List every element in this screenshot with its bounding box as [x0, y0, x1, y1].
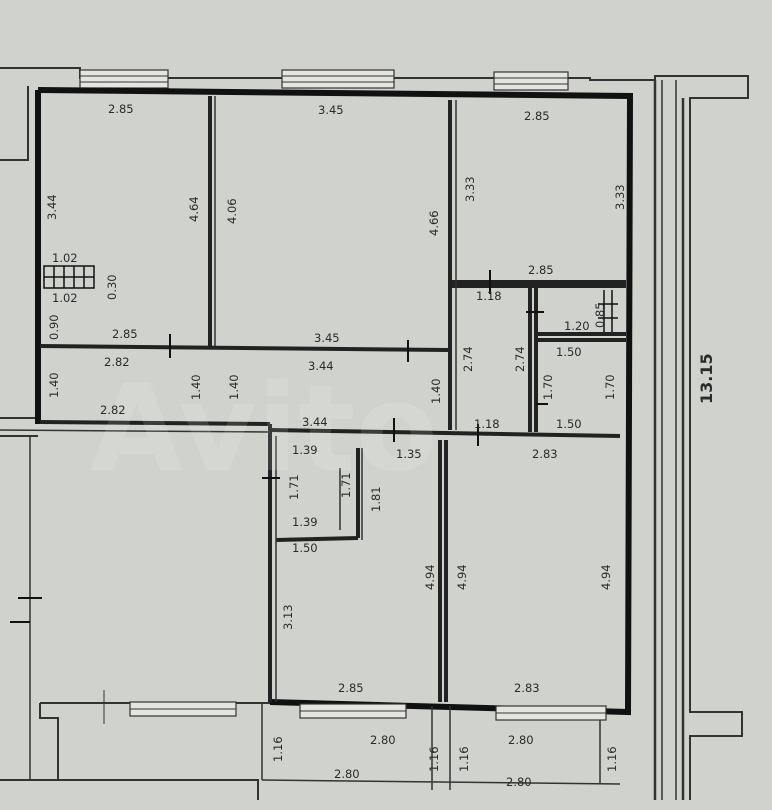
dim-label: 0.30 [105, 274, 119, 300]
dim-label: 3.33 [613, 184, 627, 210]
dim-label: 1.70 [603, 374, 617, 400]
dim-label: 3.44 [308, 359, 334, 373]
dim-label: 1.02 [52, 291, 78, 305]
dim-label: 2.74 [461, 346, 475, 372]
dim-label: 1.50 [292, 541, 318, 555]
dim-label: 1.70 [541, 374, 555, 400]
dim-label: 3.13 [281, 604, 295, 630]
dim-label: 1.71 [287, 474, 301, 500]
closet-hatch [598, 290, 618, 332]
dim-label: 0.85 [593, 302, 607, 328]
dim-label: 4.06 [225, 198, 239, 224]
dim-label: 0.90 [47, 314, 61, 340]
exterior-walls [35, 87, 634, 716]
dim-label: 2.85 [108, 102, 134, 116]
dim-label: 1.16 [605, 746, 619, 772]
dim-label: 2.80 [334, 767, 360, 781]
dim-label: 2.85 [524, 109, 550, 123]
dim-label: 1.16 [427, 746, 441, 772]
top-window-lines [80, 75, 568, 85]
thin-walls [0, 96, 621, 790]
dim-label: 1.39 [292, 443, 318, 457]
dim-label: 4.94 [455, 564, 469, 590]
dim-label: 3.44 [302, 415, 328, 429]
dim-label: 1.18 [476, 289, 502, 303]
wardrobe-hatch [43, 265, 95, 289]
dim-label: 3.33 [463, 176, 477, 202]
dim-label: 3.45 [318, 103, 344, 117]
dim-label: 1.40 [47, 372, 61, 398]
window [493, 71, 569, 91]
dimension-labels: 2.85 3.45 2.85 1.02 1.02 2.85 3.45 2.82 … [52, 102, 590, 789]
window [79, 69, 169, 89]
dim-label: 1.18 [474, 417, 500, 431]
dim-label: 3.44 [45, 194, 59, 220]
dim-label: 1.50 [556, 345, 582, 359]
interior-walls [39, 96, 626, 702]
dim-label: 2.85 [112, 327, 138, 341]
dim-label: 2.80 [506, 775, 532, 789]
dim-label: 1.02 [52, 251, 78, 265]
dim-label: 2.85 [338, 681, 364, 695]
dim-label: 1.40 [189, 374, 203, 400]
dim-label: 1.50 [556, 417, 582, 431]
dim-label: 2.83 [532, 447, 558, 461]
dim-label: 1.16 [271, 736, 285, 762]
dim-label: 1.16 [457, 746, 471, 772]
dim-label: 4.94 [423, 564, 437, 590]
top-windows [79, 69, 569, 91]
window [281, 69, 395, 89]
bottom-window-lines [103, 690, 606, 724]
dim-label: 1.71 [339, 472, 353, 498]
right-wall-strip [653, 80, 685, 800]
dim-label: 3.45 [314, 331, 340, 345]
dim-label: 4.94 [599, 564, 613, 590]
door-marks [10, 270, 548, 623]
watermark: Avito [90, 360, 438, 499]
dim-label: 2.80 [508, 733, 534, 747]
dim-label: 2.80 [370, 733, 396, 747]
dim-label: 1.35 [396, 447, 422, 461]
dim-label: 2.74 [513, 346, 527, 372]
dim-label: 2.82 [104, 355, 130, 369]
dim-label: 1.39 [292, 515, 318, 529]
dim-label: 4.66 [427, 210, 441, 236]
dim-label: 1.40 [227, 374, 241, 400]
dim-label: 1.81 [369, 486, 383, 512]
dim-label: 1.40 [429, 378, 443, 404]
vertical-dimension-labels: 3.44 4.64 4.06 4.66 3.33 3.33 0.30 0.90 … [45, 176, 716, 772]
dim-label: 2.85 [528, 263, 554, 277]
dim-label: 2.82 [100, 403, 126, 417]
dim-label: 1.20 [564, 319, 590, 333]
overall-length-label: 13.15 [697, 353, 716, 404]
dim-label: 4.64 [187, 196, 201, 222]
dim-label: 2.83 [514, 681, 540, 695]
